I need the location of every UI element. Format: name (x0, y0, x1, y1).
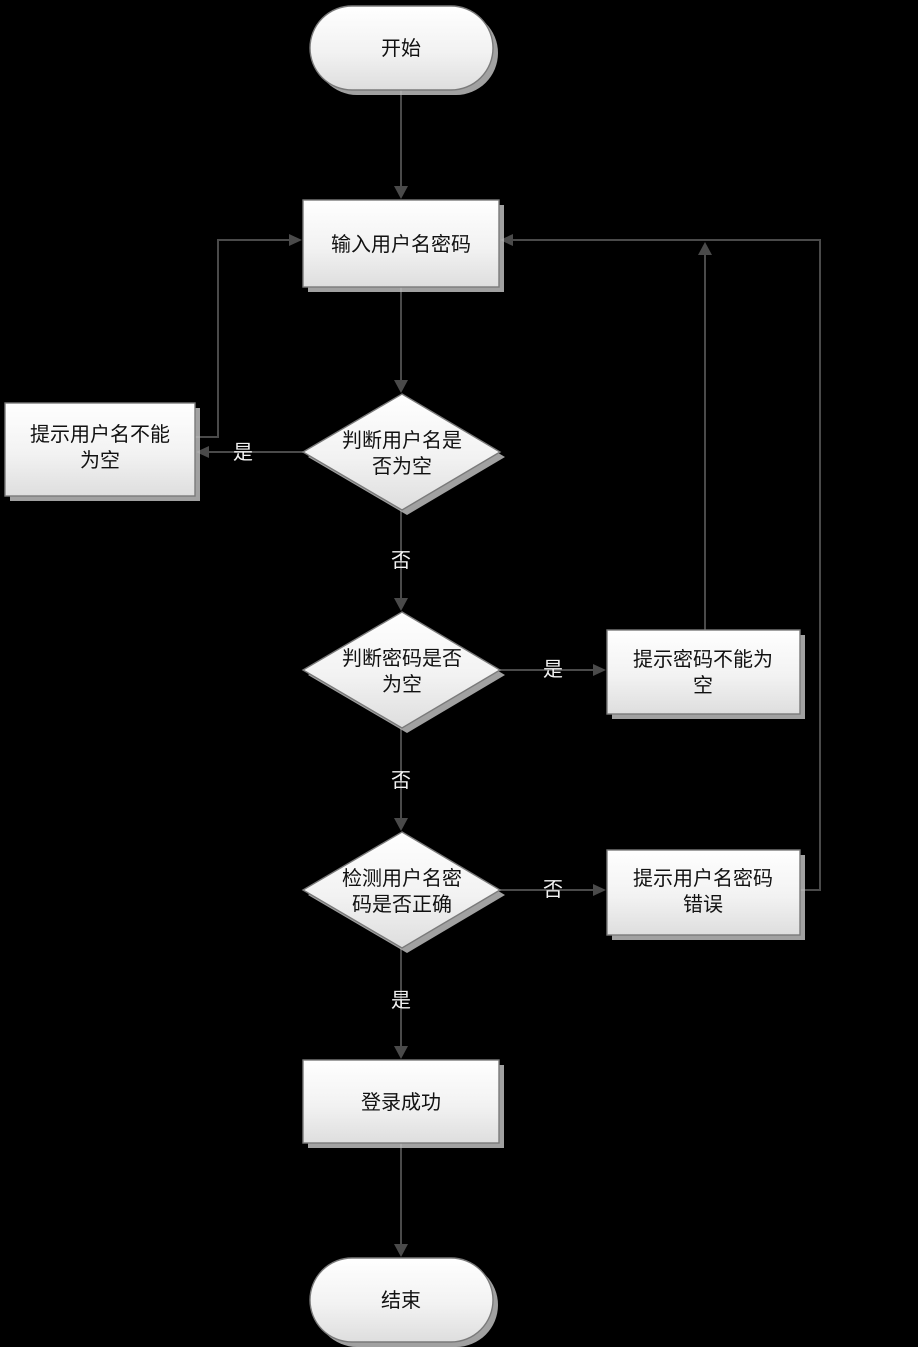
edge-username-tip-return-to-input (195, 239, 289, 438)
edge-error-tip-return-to-input (513, 239, 821, 891)
arrow-into-input-top (394, 186, 408, 199)
edge-label-username-not-empty-no: 否 (391, 550, 411, 572)
end-label: 结束 (381, 1289, 421, 1312)
edge-label-credentials-ok-yes: 是 (391, 990, 411, 1012)
nodes (4, 5, 801, 1343)
input-label: 输入用户名密码 (331, 233, 471, 256)
node-check-credentials-decision (301, 831, 502, 949)
node-login-success-process (302, 1059, 500, 1144)
connectors (195, 90, 821, 1244)
edge-label-username-empty-yes: 是 (233, 442, 253, 464)
arrow-into-username-tip (196, 446, 209, 458)
start-label: 开始 (381, 37, 421, 60)
arrow-into-check-username (394, 380, 408, 393)
check-password-line2: 为空 (382, 673, 422, 696)
edge-label-credentials-wrong-no: 否 (543, 879, 563, 901)
node-labels: 开始 输入用户名密码 判断用户名是 否为空 提示用户名不能 为空 判断密码是否 … (30, 37, 773, 1312)
error-tip-line1: 提示用户名密码 (633, 867, 773, 890)
edge-labels: 是 否 是 否 否 是 (233, 442, 563, 1012)
node-end-terminator (309, 1257, 494, 1343)
node-start-terminator (309, 5, 494, 91)
check-credentials-line2: 码是否正确 (352, 893, 452, 916)
check-password-line1: 判断密码是否 (342, 647, 462, 670)
edge-label-password-empty-yes: 是 (543, 659, 563, 681)
password-tip-line2: 空 (693, 674, 713, 697)
password-tip-line1: 提示密码不能为 (633, 648, 773, 671)
node-password-tip-process (606, 629, 801, 715)
check-credentials-line1: 检测用户名密 (342, 867, 462, 890)
node-check-password-decision (301, 611, 502, 729)
error-tip-line2: 错误 (683, 893, 723, 916)
check-username-line1: 判断用户名是 (342, 429, 462, 452)
username-tip-line2: 为空 (80, 449, 120, 472)
node-check-username-decision (301, 393, 502, 511)
edge-label-password-not-empty-no: 否 (391, 770, 411, 792)
node-username-tip-process (4, 402, 196, 497)
node-input-process (302, 199, 500, 288)
login-success-label: 登录成功 (361, 1091, 441, 1114)
arrow-into-check-credentials (394, 818, 408, 831)
username-tip-line1: 提示用户名不能 (30, 423, 170, 446)
arrow-into-password-tip (593, 664, 606, 676)
arrow-into-error-tip (593, 884, 606, 896)
check-username-line2: 否为空 (372, 455, 432, 478)
arrow-into-login-success (394, 1046, 408, 1059)
node-error-tip-process (606, 849, 801, 936)
arrowheads (196, 186, 712, 1257)
arrow-into-end (394, 1244, 408, 1257)
arrow-into-input-right (500, 234, 513, 246)
arrow-password-return-junction (698, 242, 712, 255)
arrow-into-input-left (289, 234, 302, 246)
arrow-into-check-password (394, 598, 408, 611)
